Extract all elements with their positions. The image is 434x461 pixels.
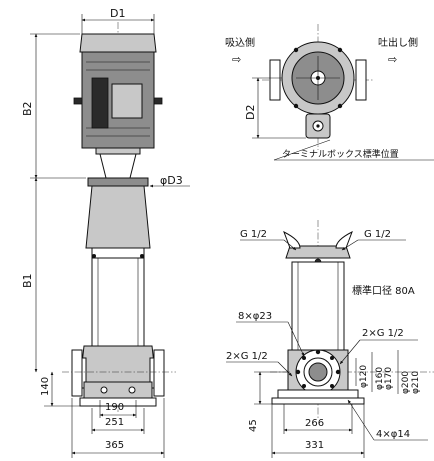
- dim-45: 45: [248, 419, 259, 432]
- dim-d2: D2: [244, 105, 257, 120]
- label-g12-right: G 1/2: [364, 229, 391, 240]
- dim-p120: φ120: [359, 365, 369, 388]
- label-2g12-left: 2×G 1/2: [226, 351, 268, 362]
- coupling-lantern: [99, 153, 137, 179]
- dim-266: 266: [305, 418, 324, 429]
- label-g12-left: G 1/2: [240, 229, 267, 240]
- pump-upper-casing: [85, 185, 151, 249]
- side-view: G 1/2 G 1/2 標準口径 80A 8×φ23 2×G 1/2 2×G 1…: [226, 220, 434, 458]
- label-2g12-right: 2×G 1/2: [362, 328, 404, 339]
- side-base-plate: [271, 397, 365, 405]
- label-holes-4: 4×φ14: [376, 429, 410, 440]
- pump-column: [91, 257, 145, 347]
- dim-b2: B2: [21, 101, 34, 116]
- dim-331: 331: [305, 440, 324, 451]
- base-plate: [79, 397, 157, 407]
- suction-flange: [71, 349, 83, 397]
- dim-p200: φ200: [401, 371, 411, 394]
- side-column: [291, 261, 345, 351]
- dim-b1: B1: [21, 273, 34, 288]
- front-view: D1 B2 B1 140 φD3 190 251 365: [21, 7, 190, 458]
- label-bore: 標準口径 80A: [352, 284, 415, 297]
- dim-p170: φ170: [384, 367, 394, 390]
- dim-p210: φ210: [411, 371, 421, 394]
- dim-251: 251: [105, 417, 124, 428]
- arrow-suction: ⇨: [232, 53, 241, 66]
- dim-140: 140: [40, 377, 51, 396]
- top-view: 吸込側 ⇨ 吐出し側 ⇨ D2 ターミナルボ: [225, 24, 434, 161]
- dim-d3: φD3: [160, 174, 183, 187]
- pump-head: [87, 177, 149, 187]
- dim-d1: D1: [110, 7, 125, 20]
- dim-p160: φ160: [375, 367, 385, 390]
- motor-cap: [79, 33, 157, 53]
- dim-365: 365: [105, 440, 124, 451]
- label-terminal-box: ターミナルボックス標準位置: [282, 148, 399, 160]
- arrow-discharge: ⇨: [388, 53, 397, 66]
- label-suction: 吸込側: [225, 36, 255, 49]
- pump-base: [79, 345, 157, 383]
- dim-190: 190: [105, 402, 124, 413]
- discharge-flange: [153, 349, 165, 397]
- terminal-box-front: [111, 83, 143, 119]
- label-holes-8: 8×φ23: [238, 311, 272, 322]
- motor-side-vent: [91, 77, 109, 129]
- label-discharge: 吐出し側: [378, 36, 418, 49]
